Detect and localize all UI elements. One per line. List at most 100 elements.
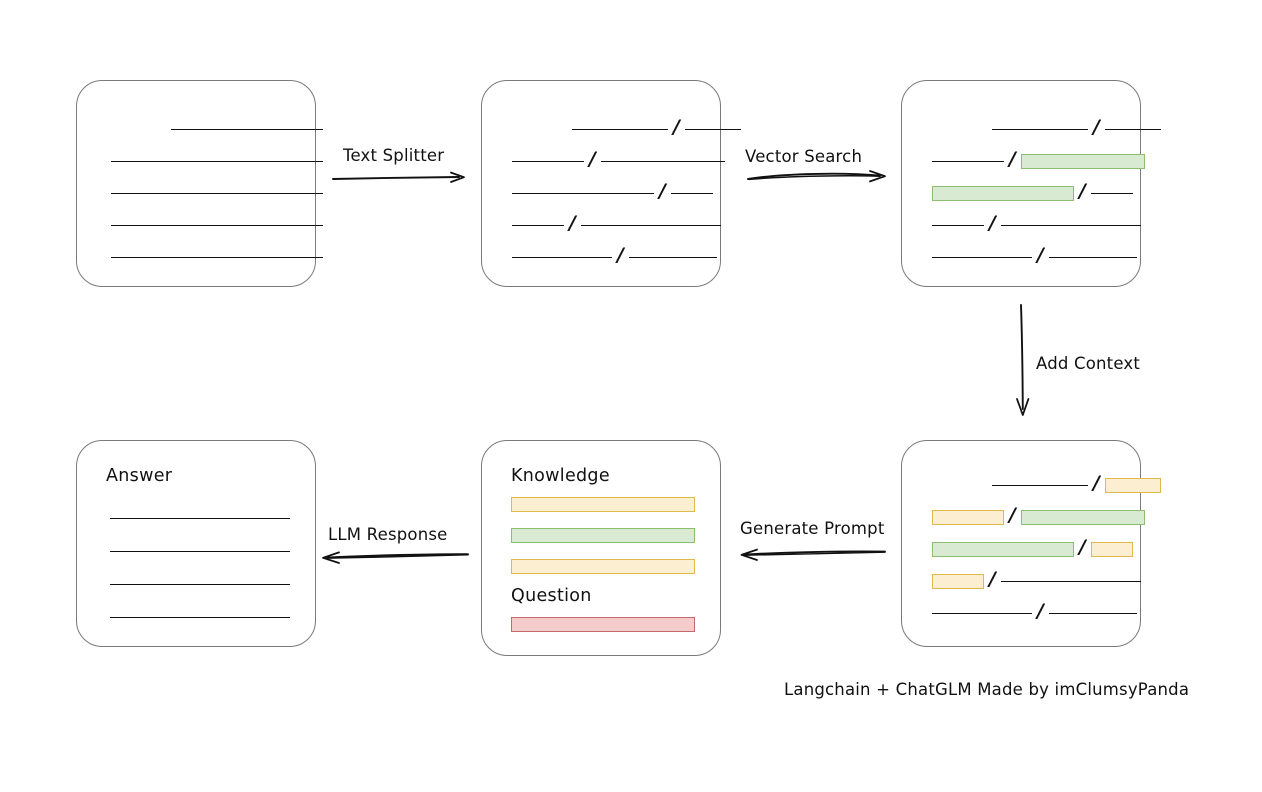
text-line-segment <box>110 616 290 618</box>
arrow-label-add-context: Add Context <box>1036 354 1141 373</box>
chunk-separator-slash: / <box>617 243 624 266</box>
document-row: / <box>932 243 1137 266</box>
document-row: / <box>932 599 1137 622</box>
card-source-document <box>76 80 323 287</box>
document-row: / <box>512 243 717 266</box>
highlighted-chunk-green <box>932 185 1074 201</box>
text-line-segment <box>512 256 612 258</box>
text-line-segment <box>600 160 725 162</box>
prompt-bar-green <box>511 528 695 543</box>
highlighted-chunk-yellow <box>1104 477 1161 493</box>
text-line-segment <box>932 160 1004 162</box>
chunk-separator-slash: / <box>1037 243 1044 266</box>
text-line-segment <box>110 517 290 519</box>
document-row: / <box>932 567 1141 590</box>
document-row: / <box>512 179 713 202</box>
document-row: / <box>932 211 1141 234</box>
prompt-bar-yellow <box>511 497 695 512</box>
rowset-source-document <box>77 81 323 286</box>
text-line-segment <box>1000 224 1141 226</box>
document-row <box>171 121 323 137</box>
chunk-separator-slash: / <box>1093 115 1100 138</box>
document-row: / <box>512 211 721 234</box>
chunk-separator-slash: / <box>1079 535 1086 558</box>
document-row: / <box>992 115 1161 138</box>
arrow-add-context <box>1012 303 1034 419</box>
card-answer: Answer <box>76 440 316 647</box>
document-row <box>111 249 323 265</box>
document-row: / <box>992 473 1161 493</box>
prompt-question-label: Question <box>511 586 592 606</box>
text-line-segment <box>992 484 1088 486</box>
text-line-segment <box>111 160 323 162</box>
text-line-segment <box>580 224 721 226</box>
text-line-segment <box>110 583 290 585</box>
prompt-knowledge-label: Knowledge <box>511 466 610 486</box>
answer-label: Answer <box>106 466 173 486</box>
document-row: / <box>932 535 1133 558</box>
text-line-segment <box>512 192 654 194</box>
document-row <box>110 543 290 559</box>
text-line-segment <box>111 224 323 226</box>
chunk-separator-slash: / <box>989 211 996 234</box>
chunk-separator-slash: / <box>569 211 576 234</box>
document-row: / <box>932 503 1145 526</box>
chunk-separator-slash: / <box>1009 503 1016 526</box>
arrow-text-splitter <box>331 170 471 186</box>
chunk-separator-slash: / <box>1009 147 1016 170</box>
arrow-label-text-splitter: Text Splitter <box>343 146 445 165</box>
text-line-segment <box>628 256 717 258</box>
text-line-segment <box>1090 192 1133 194</box>
chunk-separator-slash: / <box>989 567 996 590</box>
document-row: / <box>512 147 725 170</box>
rowset-context-chunks: / / / / / <box>902 441 1161 646</box>
highlighted-chunk-yellow <box>932 573 984 589</box>
arrow-label-generate-prompt: Generate Prompt <box>740 519 885 538</box>
arrow-label-vector-search: Vector Search <box>745 147 863 166</box>
chunk-separator-slash: / <box>1037 599 1044 622</box>
rowset-split-document: / / / / / <box>482 81 741 286</box>
text-line-segment <box>572 128 668 130</box>
rowset-answer <box>77 441 315 646</box>
text-line-segment <box>932 224 984 226</box>
text-line-segment <box>1104 128 1161 130</box>
prompt-bar-yellow <box>511 559 695 574</box>
document-row <box>111 217 323 233</box>
card-split-document: / / / / / <box>481 80 741 287</box>
card-prompt: Knowledge Question <box>481 440 721 656</box>
text-line-segment <box>684 128 741 130</box>
text-line-segment <box>1000 580 1141 582</box>
document-row <box>110 576 290 592</box>
document-row: / <box>932 179 1133 202</box>
highlighted-chunk-yellow <box>932 509 1004 525</box>
highlighted-chunk-green <box>932 541 1074 557</box>
text-line-segment <box>512 160 584 162</box>
document-row <box>111 185 323 201</box>
card-matched-chunks: / / / / / <box>901 80 1161 287</box>
highlighted-chunk-green <box>1020 153 1145 169</box>
chunk-separator-slash: / <box>659 179 666 202</box>
text-line-segment <box>171 128 323 130</box>
arrow-llm-response <box>320 548 472 568</box>
text-line-segment <box>512 224 564 226</box>
document-row: / <box>572 115 741 138</box>
chunk-separator-slash: / <box>589 147 596 170</box>
chunk-separator-slash: / <box>673 115 680 138</box>
document-row <box>111 153 323 169</box>
arrow-generate-prompt <box>739 545 889 565</box>
document-row <box>110 510 290 526</box>
highlighted-chunk-green <box>1020 509 1145 525</box>
document-row <box>110 609 290 625</box>
card-context-chunks: / / / / / <box>901 440 1161 647</box>
chunk-separator-slash: / <box>1079 179 1086 202</box>
text-line-segment <box>111 192 323 194</box>
text-line-segment <box>992 128 1088 130</box>
text-line-segment <box>670 192 713 194</box>
arrow-vector-search <box>746 168 892 188</box>
highlighted-chunk-yellow <box>1090 541 1133 557</box>
text-line-segment <box>1048 256 1137 258</box>
prompt-bar-red <box>511 617 695 632</box>
text-line-segment <box>111 256 323 258</box>
text-line-segment <box>110 550 290 552</box>
arrow-label-llm-response: LLM Response <box>328 525 448 544</box>
